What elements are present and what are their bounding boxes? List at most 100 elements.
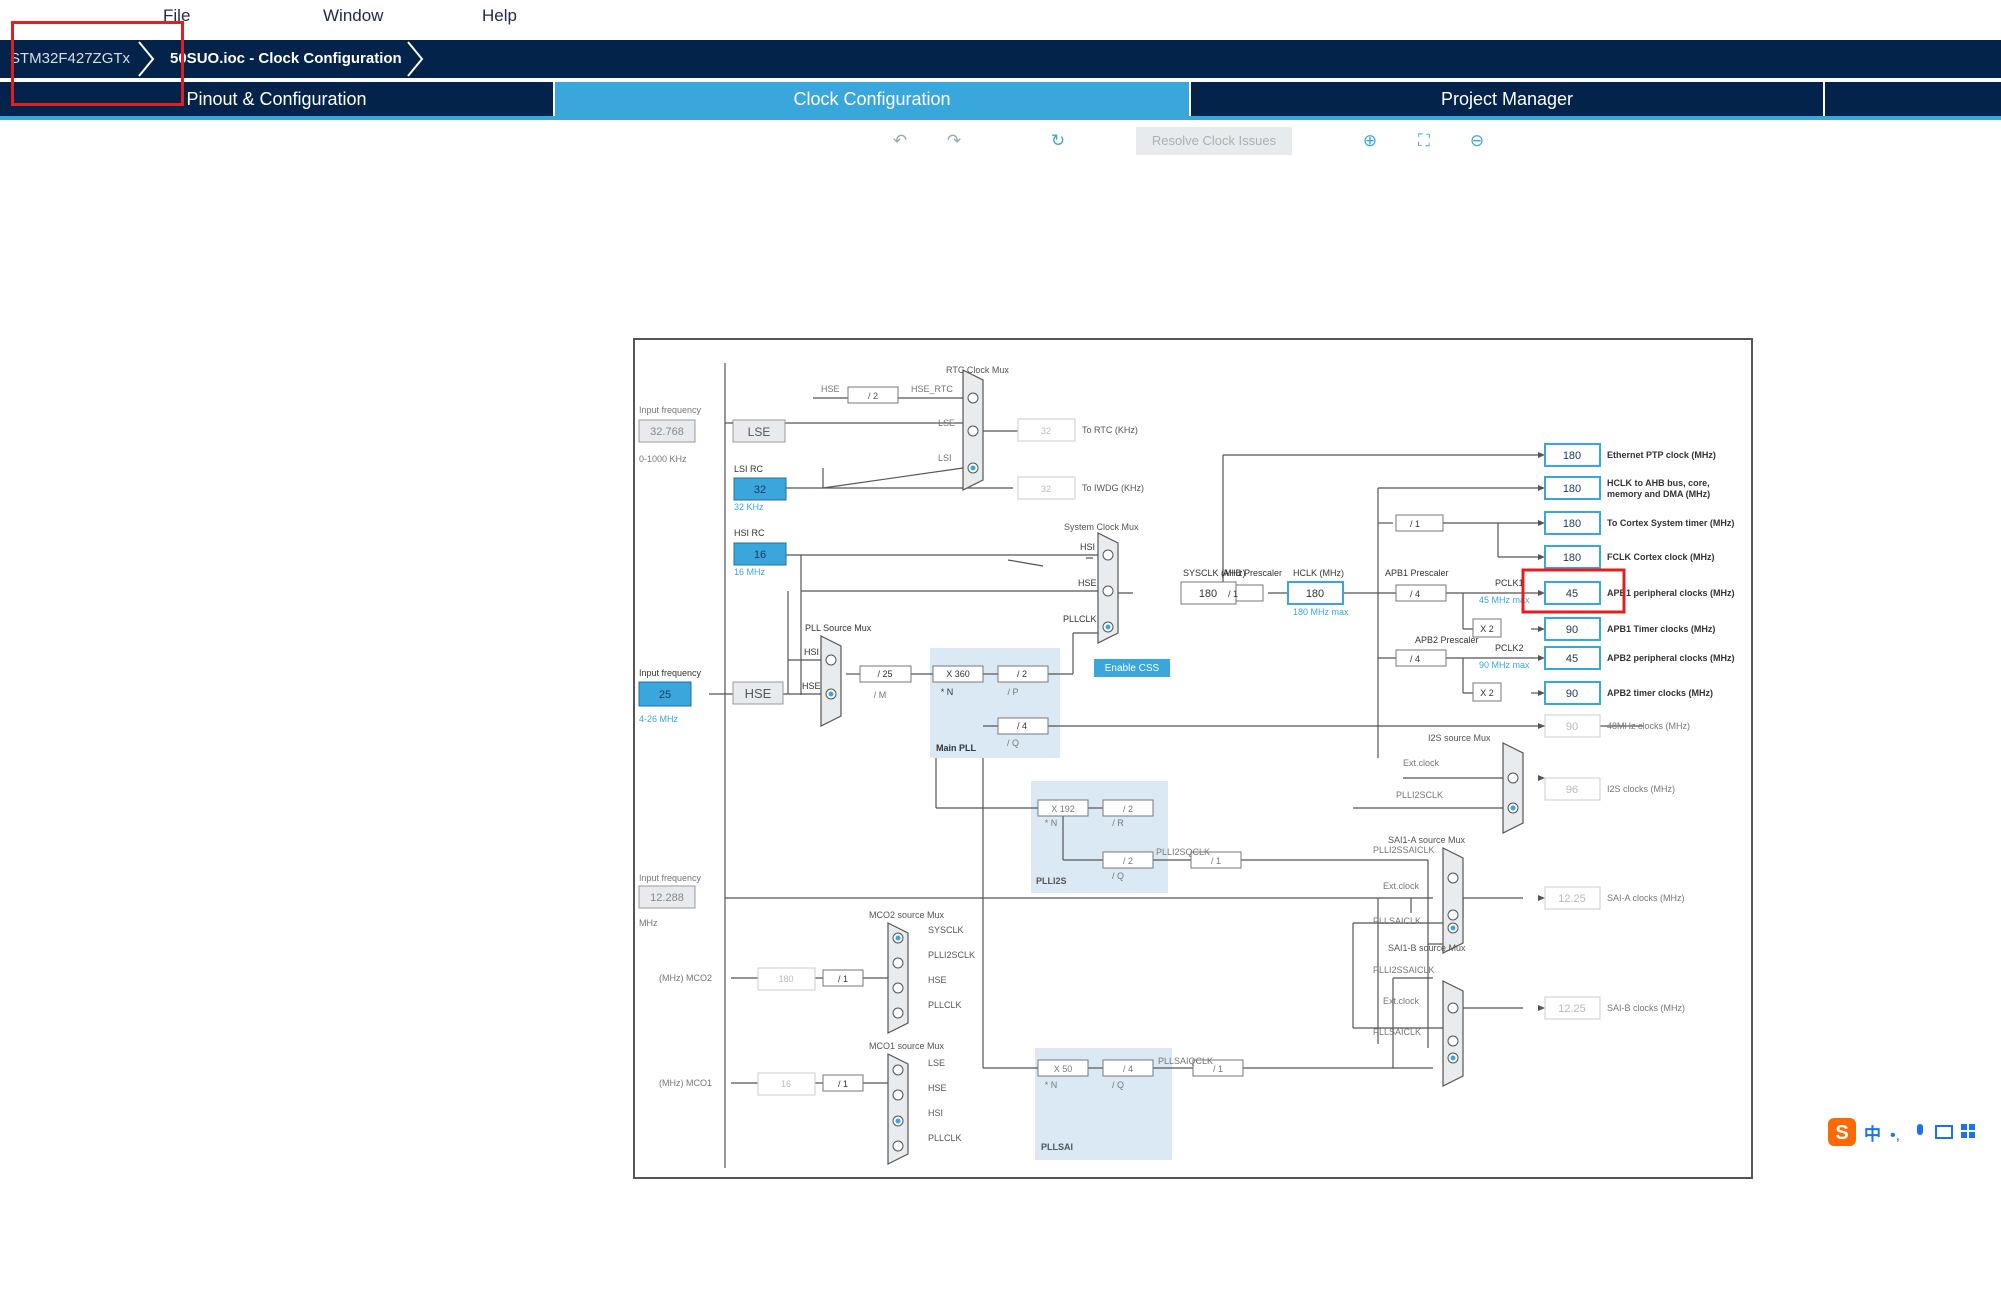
plli2s-n-value: X 192 — [1051, 804, 1075, 814]
hclk-value: 180 — [1306, 588, 1324, 600]
ahb-prescaler-label: AHB Prescaler — [1223, 568, 1282, 578]
microphone-icon[interactable] — [1917, 1124, 1923, 1135]
i2s-output-value: 96 — [1566, 784, 1578, 796]
plli2ssaiclk-label: PLLI2SSAICLK — [1373, 965, 1435, 975]
sai-a-output-label: SAI-A clocks (MHz) — [1607, 893, 1685, 903]
clock-tree-diagram: Input frequency 32.768 0-1000 KHz LSE LS… — [633, 338, 1753, 1179]
plli2s-r-label: / R — [1112, 818, 1124, 828]
undo-icon[interactable]: ↶ — [892, 131, 908, 150]
pllsai-q-value: / 4 — [1123, 1064, 1133, 1074]
pll-source-mux-label: PLL Source Mux — [805, 623, 872, 633]
grid-icon[interactable] — [1961, 1124, 1967, 1130]
breadcrumb-device[interactable]: STM32F427ZGTx — [10, 50, 131, 67]
hclk-ahb-label-2: memory and DMA (MHz) — [1607, 489, 1710, 499]
hsi-value: 16 — [754, 549, 766, 561]
pclk2-label: PCLK2 — [1495, 643, 1524, 653]
input-frequency-label: Input frequency — [639, 405, 702, 415]
apb2-peripheral-label: APB2 peripheral clocks (MHz) — [1607, 653, 1735, 663]
apb1-peripheral-value: 45 — [1566, 588, 1578, 600]
ethernet-ptp-label: Ethernet PTP clock (MHz) — [1607, 450, 1716, 460]
lse-range-label: 0-1000 KHz — [639, 454, 687, 464]
cortex-timer-label: To Cortex System timer (MHz) — [1607, 518, 1734, 528]
lse-freq-field[interactable] — [638, 419, 696, 443]
breadcrumb: STM32F427ZGTx 50SUO.ioc - Clock Configur… — [0, 40, 2001, 78]
tab-project[interactable]: Project Manager — [1440, 89, 1574, 109]
rtc-mux-label: RTC Clock Mux — [946, 365, 1009, 375]
tab-clock[interactable]: Clock Configuration — [555, 82, 1189, 116]
sysclk-input-label: SYSCLK — [928, 925, 964, 935]
plli2s-n-label: * N — [1045, 818, 1058, 828]
pll-q-value: / 4 — [1017, 721, 1027, 731]
rtc-output-value: 32 — [1041, 426, 1051, 436]
clock-48mhz-label: 48MHz clocks (MHz) — [1607, 721, 1690, 731]
lsi-input-label: LSI — [938, 453, 952, 463]
apb2-timer-value: 90 — [1566, 688, 1578, 700]
clock-wires — [709, 363, 1643, 1168]
resolve-clock-issues-button[interactable]: Resolve Clock Issues — [1136, 127, 1292, 155]
pll-p-label: / P — [1007, 687, 1018, 697]
arrowheads — [1538, 452, 1545, 1011]
menu-file[interactable]: File — [163, 6, 191, 25]
ahb-prescaler-value: / 1 — [1228, 589, 1238, 599]
ext-freq-value: 12.288 — [650, 892, 684, 904]
mco2-value: 180 — [778, 974, 793, 984]
plli2sclk-input-label: PLLI2SCLK — [928, 950, 975, 960]
mco1-label: (MHz) MCO1 — [659, 1078, 712, 1088]
apb1-prescaler-label: APB1 Prescaler — [1385, 568, 1449, 578]
tab-pinout[interactable]: Pinout & Configuration — [186, 89, 367, 109]
lsi-rc-label: LSI RC — [734, 464, 764, 474]
pllsai-n-value: X 50 — [1054, 1064, 1073, 1074]
refresh-icon[interactable]: ↻ — [1050, 131, 1066, 150]
clock-sources — [638, 419, 787, 909]
sai1a-source-mux-label: SAI1-A source Mux — [1388, 835, 1466, 845]
hse-freq-field[interactable] — [638, 681, 692, 707]
zoom-out-icon[interactable]: ⊖ — [1469, 131, 1485, 150]
menu-help[interactable]: Help — [482, 6, 517, 25]
pclk1-label: PCLK1 — [1495, 578, 1524, 588]
pllsai-label: PLLSAI — [1041, 1142, 1073, 1152]
mco1-value: 16 — [781, 1079, 791, 1089]
menu-bar: File Window Help — [0, 0, 2001, 40]
ext-freq-unit: MHz — [639, 918, 658, 928]
ethernet-ptp-value: 180 — [1563, 450, 1581, 462]
main-tabs: Pinout & Configuration Clock Configurati… — [0, 82, 2001, 116]
pllsai-q-divider-value: / 1 — [1213, 1064, 1223, 1074]
apb1-timer-value: 90 — [1566, 624, 1578, 636]
pllsai-q-label: / Q — [1112, 1080, 1124, 1090]
apb1-peripheral-label: APB1 peripheral clocks (MHz) — [1607, 588, 1735, 598]
ext-freq-field[interactable] — [638, 885, 696, 909]
sai1b-source-mux-label: SAI1-B source Mux — [1388, 943, 1466, 953]
fit-screen-icon[interactable]: ⛶ — [1418, 131, 1430, 150]
ext-clock-label: Ext.clock — [1383, 881, 1420, 891]
main-pll-region — [930, 648, 1060, 758]
hse-input-label: HSE — [821, 384, 840, 394]
punctuation-icon[interactable]: •, — [1890, 1127, 1900, 1144]
pllclk-input-label: PLLCLK — [1063, 614, 1097, 624]
plli2s-q-divider-value: / 1 — [1211, 856, 1221, 866]
lsi-box — [733, 477, 787, 501]
enable-css-button[interactable] — [1094, 659, 1170, 677]
pll-q-label: / Q — [1007, 738, 1019, 748]
cortex-divider-value: / 1 — [1410, 519, 1420, 529]
keyboard-icon[interactable] — [1935, 1125, 1953, 1139]
breadcrumb-file[interactable]: 50SUO.ioc - Clock Configuration — [170, 50, 402, 67]
hse-rtc-label: HSE_RTC — [911, 384, 953, 394]
menu-window[interactable]: Window — [323, 6, 384, 25]
hsi-box — [733, 542, 787, 566]
hse-input-label: HSE — [802, 681, 821, 691]
svg-text:S: S — [1835, 1122, 1848, 1144]
pll-n-value: X 360 — [946, 669, 970, 679]
ime-toolbar[interactable]: S 中 •, — [1826, 1115, 1986, 1149]
hclk-label: HCLK (MHz) — [1293, 568, 1344, 578]
redo-icon[interactable]: ↷ — [946, 131, 962, 150]
mco1-divider-value: / 1 — [838, 1079, 848, 1089]
ime-mode-label[interactable]: 中 — [1864, 1124, 1881, 1145]
zoom-in-icon[interactable]: ⊕ — [1362, 131, 1378, 150]
hse-range-label: 4-26 MHz — [639, 714, 679, 724]
hsi-input-label: HSI — [804, 647, 819, 657]
prescaler-dropdowns[interactable] — [822, 386, 1502, 1092]
hsi-input-label: HSI — [1080, 542, 1095, 552]
i2s-source-mux-label: I2S source Mux — [1428, 733, 1491, 743]
hsi-unit: 16 MHz — [734, 567, 766, 577]
input-frequency-label: Input frequency — [639, 873, 702, 883]
